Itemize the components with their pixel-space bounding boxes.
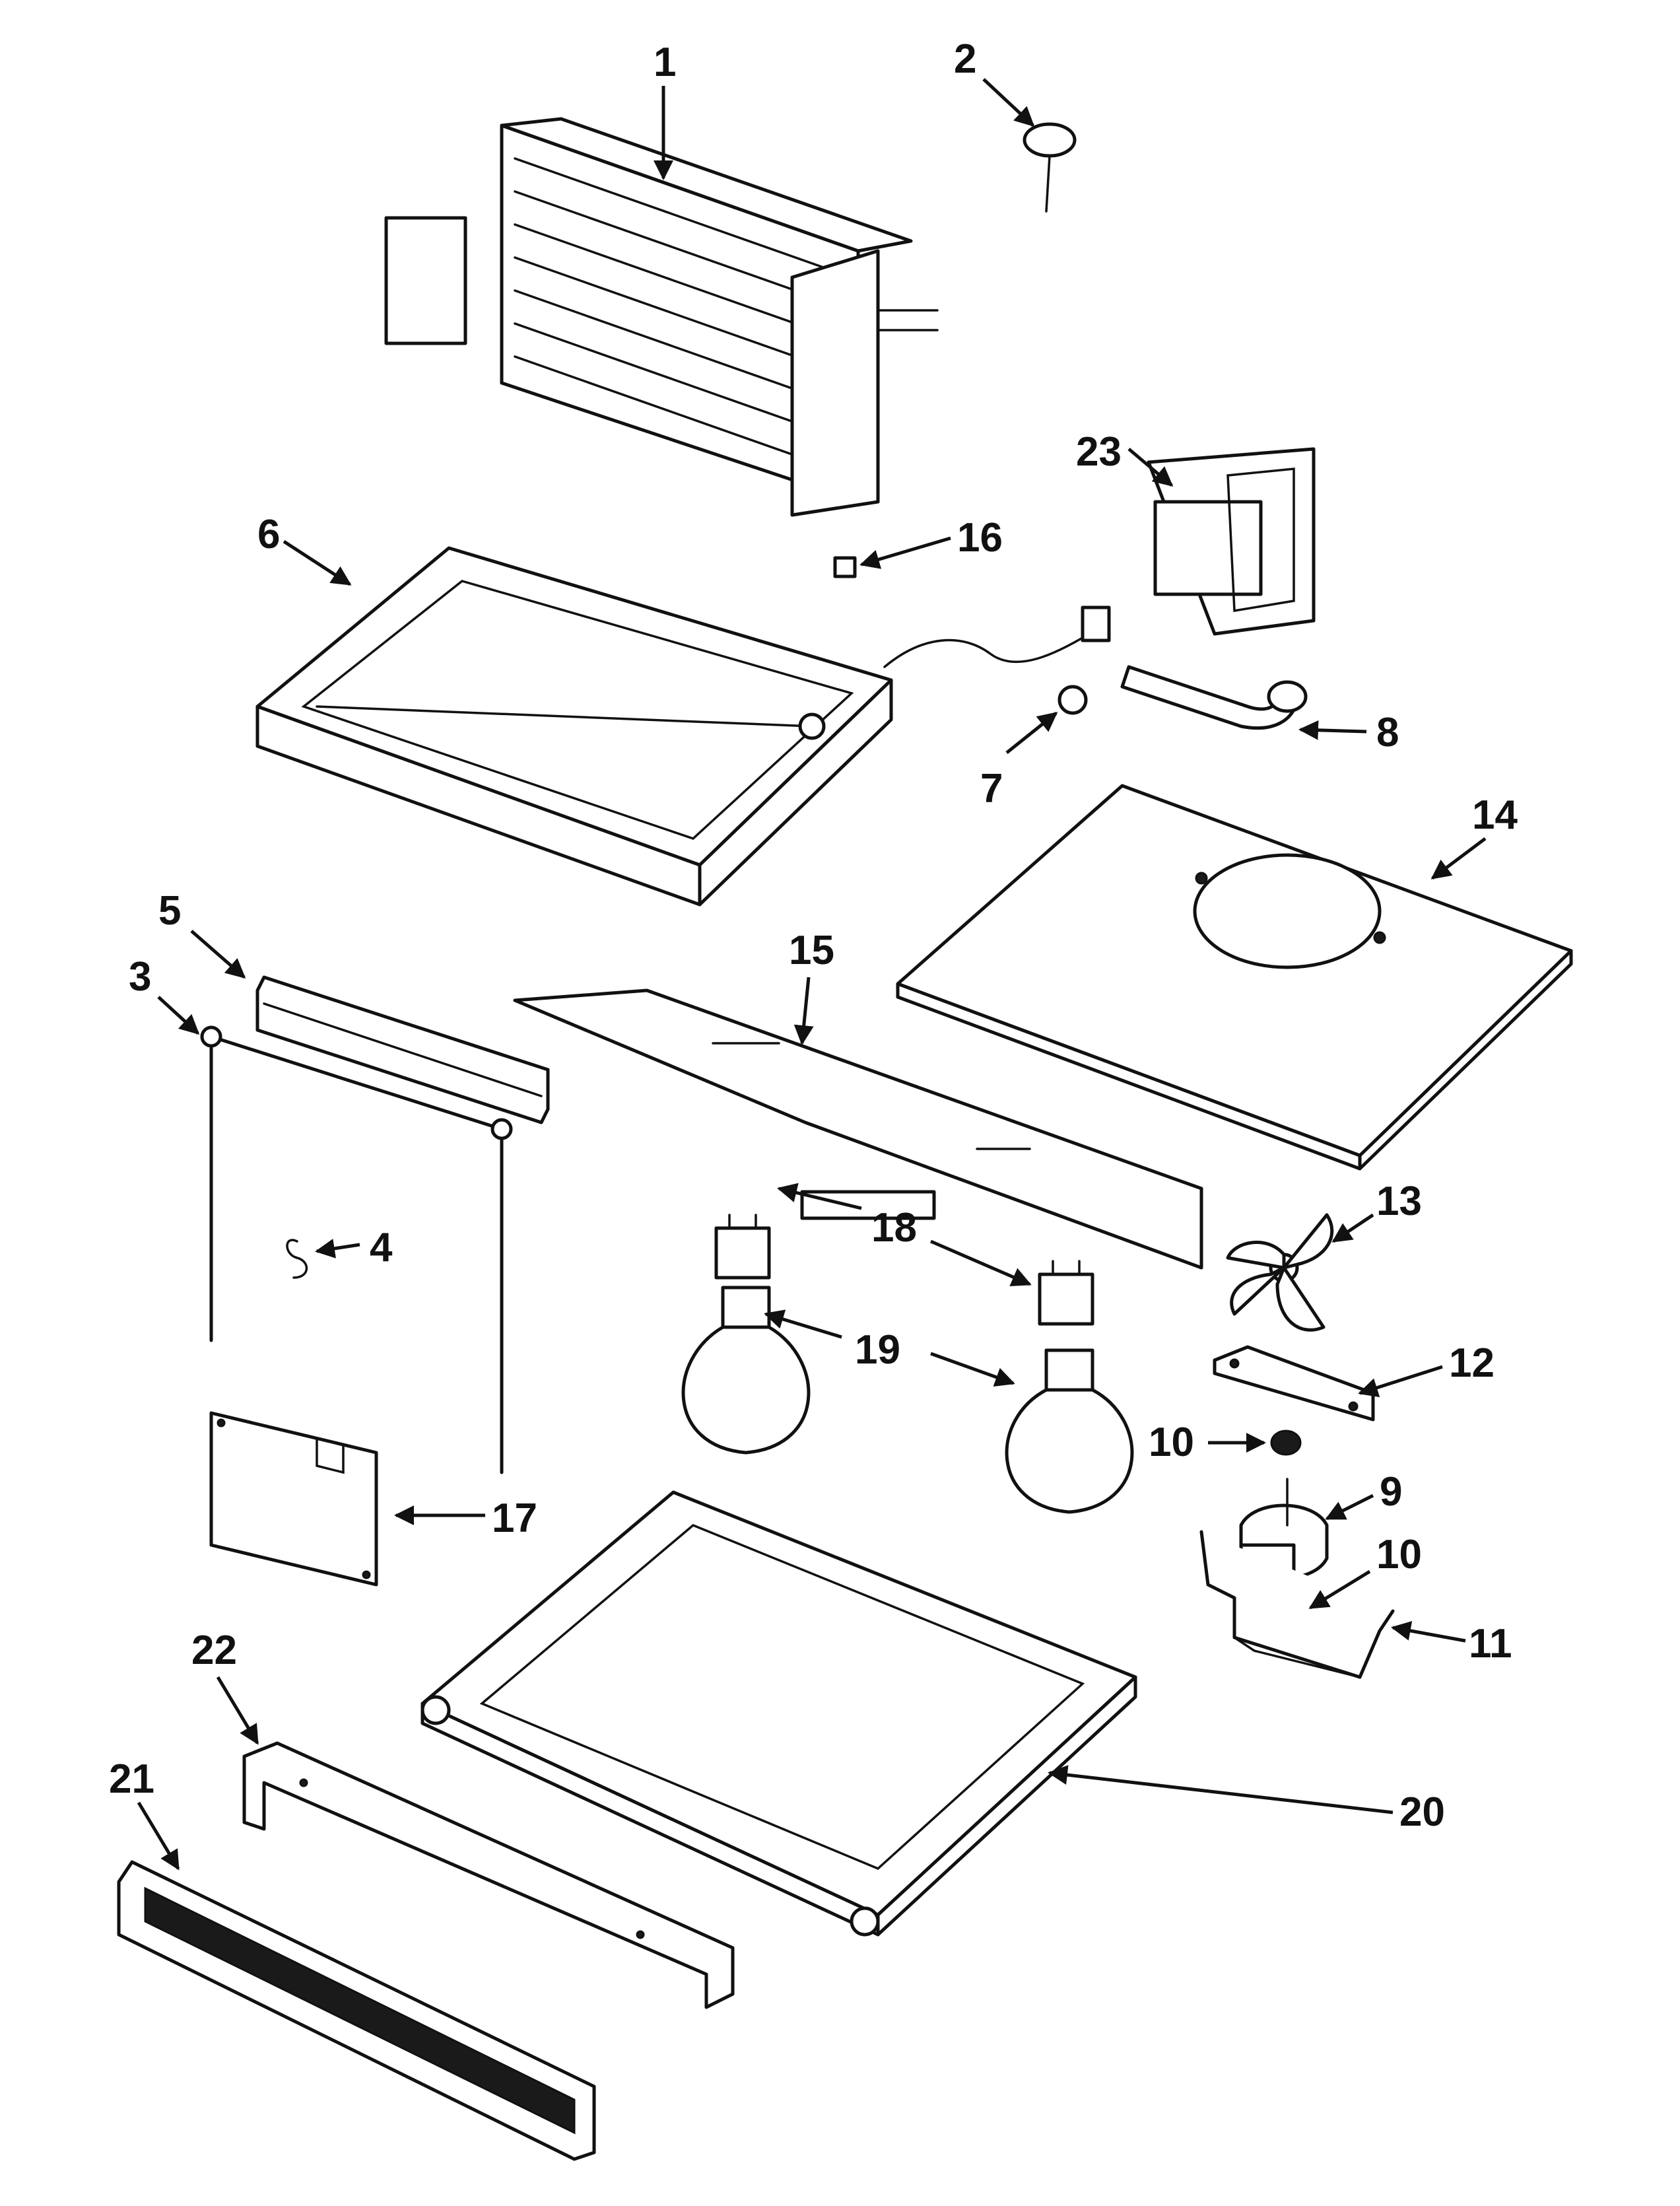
callout-labels: 1 2 23 16 6 7 8 14 15 5 3 4 18 19 13 12 …: [109, 36, 1518, 1835]
callout-21: 21: [109, 1756, 154, 1802]
callout-15: 15: [789, 928, 834, 973]
evaporator-coil-part: [384, 117, 939, 517]
callout-3: 3: [129, 954, 151, 1000]
callout-10-upper: 10: [1149, 1420, 1194, 1465]
drain-hose-part: [883, 605, 1308, 730]
fan-blade-part: [1226, 1213, 1334, 1332]
cover-panel-part: [896, 784, 1573, 1171]
callout-2: 2: [954, 36, 976, 82]
thermostat-part: [1023, 122, 1077, 213]
callout-23: 23: [1076, 429, 1122, 475]
top-rail-part: [255, 975, 550, 1124]
shelf-frame-part: [420, 1490, 1137, 1937]
light-shield-part: [513, 988, 1203, 1270]
callout-5: 5: [158, 888, 181, 934]
light-socket-part-left: [714, 1214, 771, 1280]
callout-8: 8: [1376, 710, 1399, 755]
front-grille-part: [117, 1860, 596, 2161]
light-bulb-part-left: [681, 1286, 811, 1455]
callout-22: 22: [191, 1628, 237, 1673]
callout-1: 1: [654, 40, 676, 85]
callout-17: 17: [492, 1496, 537, 1541]
callout-6: 6: [257, 512, 280, 557]
callout-9: 9: [1380, 1469, 1402, 1515]
grommet-part-upper: [1270, 1430, 1302, 1456]
leader-lines: [137, 78, 1487, 1871]
callout-4: 4: [370, 1225, 393, 1270]
motor-bracket-part: [1213, 1345, 1375, 1422]
callout-11: 11: [1469, 1621, 1512, 1667]
hook-part: [286, 1239, 308, 1279]
callout-10-lower: 10: [1376, 1532, 1422, 1577]
callout-13: 13: [1376, 1179, 1422, 1224]
light-bulb-part-right: [1005, 1348, 1134, 1514]
light-socket-part-right: [1038, 1260, 1094, 1326]
callout-12: 12: [1449, 1340, 1495, 1386]
access-panel-part: [209, 1411, 378, 1587]
clip-part: [833, 556, 857, 578]
callout-7: 7: [980, 766, 1003, 811]
shelf-trim-part: [242, 1741, 735, 2009]
callout-20: 20: [1399, 1789, 1445, 1835]
wire-frame-part: [200, 1025, 513, 1474]
callout-19: 19: [855, 1327, 900, 1373]
drain-housing-part: [1147, 447, 1316, 636]
drain-pan-part: [255, 546, 893, 907]
motor-mount-part: [1199, 1530, 1395, 1679]
callout-18: 18: [871, 1205, 917, 1251]
callout-14: 14: [1472, 792, 1518, 838]
callout-16: 16: [957, 515, 1003, 561]
